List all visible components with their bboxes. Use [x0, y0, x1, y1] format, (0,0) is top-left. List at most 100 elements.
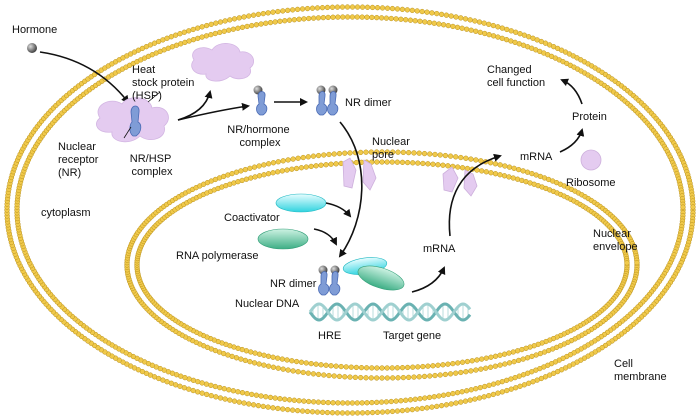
bound-rna-polymerase: [357, 265, 405, 291]
membrane-bead: [324, 409, 331, 416]
membrane-bead: [463, 155, 469, 161]
membrane-bead: [315, 399, 322, 405]
membrane-bead: [442, 152, 449, 159]
membrane-bead: [492, 353, 499, 359]
membrane-bead: [347, 374, 353, 380]
membrane-bead: [349, 14, 356, 20]
membrane-bead: [521, 382, 528, 388]
membrane-bead: [383, 399, 390, 405]
membrane-bead: [492, 363, 499, 369]
membrane-bead: [435, 162, 441, 168]
membrane-bead: [263, 394, 269, 400]
membrane-bead: [344, 4, 351, 10]
membrane-bead: [464, 388, 470, 394]
membrane-bead: [339, 4, 346, 10]
membrane-bead: [282, 396, 288, 402]
membrane-bead: [425, 161, 431, 167]
membrane-bead: [331, 151, 337, 157]
membrane-bead: [438, 402, 445, 409]
membrane-bead: [186, 386, 192, 392]
membrane-bead: [280, 8, 286, 14]
label-rna-polymerase: RNA polymerase: [176, 250, 259, 262]
membrane-bead: [492, 171, 499, 177]
membrane-bead: [450, 23, 456, 30]
membrane-bead: [289, 166, 295, 172]
membrane-bead: [308, 163, 314, 170]
membrane-bead: [388, 15, 394, 22]
membrane-bead: [241, 14, 247, 20]
nr-dimer-top: [316, 85, 339, 116]
membrane-bead: [305, 154, 311, 160]
membrane-bead: [476, 395, 483, 401]
membrane-bead: [468, 27, 474, 33]
membrane-bead: [359, 4, 366, 10]
label-coactivator: Coactivator: [224, 212, 280, 224]
membrane-bead: [440, 162, 446, 168]
membrane-bead: [314, 5, 321, 11]
membrane-bead: [445, 391, 451, 398]
membrane-bead: [284, 167, 290, 173]
membrane-bead: [353, 159, 360, 166]
membrane-bead: [277, 396, 283, 402]
membrane-bead: [199, 24, 205, 30]
membrane-bead: [453, 154, 459, 160]
membrane-bead: [424, 405, 430, 411]
membrane-bead: [324, 4, 331, 11]
membrane-bead: [275, 8, 281, 15]
label-nr-dimer-top: NR dimer: [345, 97, 392, 109]
membrane-bead: [352, 374, 359, 381]
membrane-bead: [458, 369, 464, 376]
nuclear-pore-left: [342, 157, 377, 191]
membrane-bead: [320, 399, 326, 406]
membrane-bead: [394, 159, 401, 165]
membrane-bead: [323, 362, 329, 368]
membrane-bead: [481, 394, 487, 400]
membrane-bead: [364, 410, 371, 416]
membrane-bead: [443, 12, 450, 18]
membrane-bead: [363, 149, 369, 155]
membrane-bead: [277, 18, 283, 24]
label-mrna-cytoplasm: mRNA: [520, 151, 553, 163]
membrane-bead: [410, 364, 416, 370]
membrane-bead: [321, 152, 327, 158]
membrane-bead: [338, 363, 344, 370]
membrane-bead: [499, 25, 506, 31]
membrane-bead: [275, 355, 281, 361]
membrane-bead: [384, 159, 390, 165]
membrane-bead: [325, 14, 331, 21]
membrane-bead: [295, 369, 301, 375]
arrow-mrna-to-protein: [559, 128, 585, 153]
membrane-bead: [354, 4, 361, 10]
membrane-bead: [349, 400, 356, 406]
rna-polymerase-arrow: [313, 228, 337, 246]
membrane-bead: [442, 371, 449, 378]
membrane-bead: [242, 357, 249, 364]
membrane-bead: [285, 157, 291, 163]
membrane-bead: [520, 168, 526, 174]
nr-pointer-line: [123, 126, 132, 139]
membrane-bead: [248, 175, 254, 181]
membrane-bead: [313, 163, 319, 169]
label-cytoplasm: cytoplasm: [41, 207, 91, 219]
membrane-bead: [333, 363, 339, 369]
membrane-bead: [464, 358, 471, 365]
membrane-bead: [250, 402, 257, 408]
membrane-bead: [426, 394, 433, 401]
membrane-bead: [432, 151, 438, 158]
membrane-bead: [488, 170, 494, 176]
membrane-bead: [400, 374, 406, 381]
membrane-bead: [340, 400, 346, 406]
membrane-bead: [524, 169, 531, 175]
membrane-bead: [329, 4, 336, 10]
membrane-bead: [256, 173, 263, 179]
membrane-bead: [251, 164, 258, 170]
membrane-bead: [510, 175, 516, 181]
membrane-bead: [513, 29, 519, 35]
membrane-bead: [517, 383, 523, 389]
membrane-bead: [389, 365, 395, 371]
membrane-bead: [504, 26, 510, 33]
arrow-protein-to-function: [560, 78, 583, 105]
membrane-bead: [680, 204, 686, 210]
membrane-bead: [212, 30, 218, 37]
